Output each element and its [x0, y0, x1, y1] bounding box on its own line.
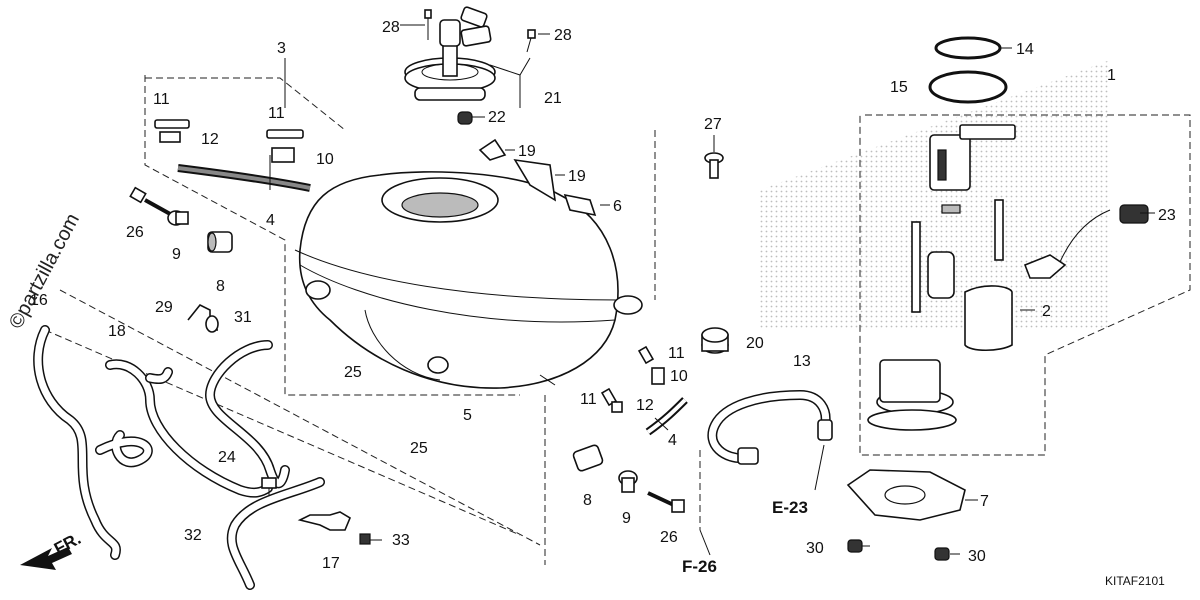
callout-29: 29	[155, 299, 173, 316]
callout-12-left: 12	[201, 131, 219, 148]
callout-9-right: 9	[622, 510, 631, 527]
clip-17	[297, 511, 352, 531]
callout-23: 23	[1158, 207, 1176, 224]
callout-18: 18	[108, 323, 126, 340]
callout-labels: 1 2 3 4 4 5 6 7 8 8 9 9 10 10 11 11 11 1…	[30, 19, 1176, 572]
fuel-tank	[294, 171, 643, 389]
callout-28-left: 28	[382, 19, 400, 36]
grommet-22	[457, 111, 473, 125]
leader-lines	[269, 24, 1155, 556]
pump-top	[929, 124, 1016, 191]
bolt-26-left	[129, 186, 173, 217]
nuts-30	[847, 539, 950, 561]
screw-28-left	[424, 9, 432, 40]
watermark: ©partzilla.com	[5, 210, 84, 332]
callout-10-left: 10	[316, 151, 334, 168]
callout-20: 20	[746, 335, 764, 352]
tank-labels	[478, 138, 597, 217]
callout-4-left: 4	[266, 212, 275, 229]
joint-24	[261, 477, 277, 496]
callout-19-a: 19	[518, 143, 536, 160]
o-rings	[928, 36, 1008, 104]
float-23	[1023, 204, 1149, 279]
callout-26-left: 26	[126, 224, 144, 241]
callout-19-b: 19	[568, 168, 586, 185]
grouping-lines	[44, 75, 1191, 565]
callout-16: 16	[30, 292, 48, 309]
callout-4-right: 4	[668, 432, 677, 449]
fuel-hose-13	[707, 390, 833, 465]
grommet-20	[701, 327, 729, 354]
screw-28-right	[526, 29, 536, 53]
callout-33: 33	[392, 532, 410, 549]
pump-base	[867, 359, 957, 431]
strip-4-left	[177, 164, 311, 192]
hose-18	[105, 359, 273, 498]
diagram-code: KITAF2101	[1105, 574, 1165, 588]
callout-6: 6	[613, 198, 622, 215]
callout-1: 1	[1107, 67, 1116, 84]
callout-9-left: 9	[172, 246, 181, 263]
callout-7: 7	[980, 493, 989, 510]
callout-11-a: 11	[153, 91, 170, 108]
fuel-pump-2	[911, 199, 1013, 352]
cushions-left	[154, 119, 304, 163]
callout-12-right: 12	[636, 397, 654, 414]
callout-11-d: 11	[580, 391, 597, 408]
screw-33	[359, 533, 371, 545]
bracket-29	[187, 303, 219, 333]
front-arrow	[20, 547, 72, 570]
hose-31	[205, 340, 290, 489]
collar-9-left	[167, 210, 189, 226]
bolt-26-right	[647, 491, 685, 513]
callout-22: 22	[488, 109, 506, 126]
callout-17: 17	[322, 555, 340, 572]
rubber-8-left	[207, 231, 233, 253]
callout-8-right: 8	[583, 492, 592, 509]
callout-3: 3	[277, 40, 286, 57]
callout-13: 13	[793, 353, 811, 370]
callout-2: 2	[1042, 303, 1051, 320]
callout-11-c: 11	[668, 345, 685, 362]
ref-f26: F-26	[682, 557, 717, 576]
fuel-cap-assembly	[404, 6, 496, 101]
callout-25-a: 25	[344, 364, 362, 381]
callout-25-b: 25	[410, 440, 428, 457]
strip-4-right	[645, 397, 688, 436]
rubber-8-right	[572, 444, 604, 472]
set-plate-7	[846, 469, 966, 521]
callout-31: 31	[234, 309, 252, 326]
cushions-right	[600, 345, 665, 413]
callout-8-left: 8	[216, 278, 225, 295]
collar-9-right	[618, 470, 638, 493]
callout-5: 5	[463, 407, 472, 424]
bolt-27	[704, 152, 724, 179]
hose-32	[226, 477, 325, 590]
callout-28-right: 28	[554, 27, 572, 44]
callout-11-b: 11	[268, 105, 285, 122]
callout-32: 32	[184, 527, 202, 544]
callout-15: 15	[890, 79, 908, 96]
callout-14: 14	[1016, 41, 1034, 58]
callout-27: 27	[704, 116, 722, 133]
callout-26-right: 26	[660, 529, 678, 546]
shaded-area	[760, 60, 1110, 330]
callout-24: 24	[218, 449, 236, 466]
callout-10-right: 10	[670, 368, 688, 385]
hose-16	[33, 325, 153, 560]
ref-e23: E-23	[772, 498, 808, 517]
callout-30-left: 30	[806, 540, 824, 557]
callout-30-right: 30	[968, 548, 986, 565]
callout-21: 21	[544, 90, 562, 107]
